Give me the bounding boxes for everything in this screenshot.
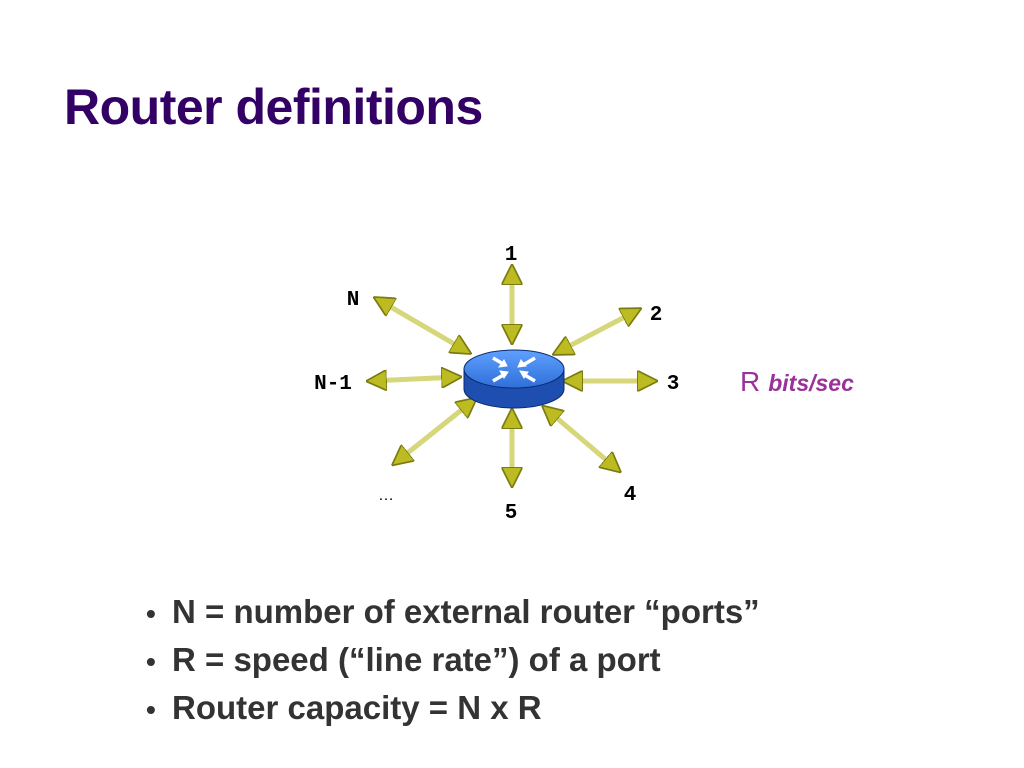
port-label-n-minus-1: N-1 <box>314 373 352 396</box>
port-link-2 <box>556 310 638 353</box>
port-label-4: 4 <box>624 484 637 507</box>
port-label-5: 5 <box>505 502 518 525</box>
bullet-text: N = number of external router “ports” <box>172 593 760 630</box>
bullet-text: R = speed (“line rate”) of a port <box>172 641 661 678</box>
port-link-7 <box>370 377 458 381</box>
rate-unit: bits/sec <box>768 370 854 396</box>
bullet-text: Router capacity = N x R <box>172 689 542 726</box>
router-icon <box>463 349 565 409</box>
bullet-marker: • <box>146 598 156 629</box>
slide-title: Router definitions <box>64 79 483 135</box>
bullet-marker: • <box>146 646 156 677</box>
rate-symbol: R <box>740 366 761 397</box>
bullet-marker: • <box>146 694 156 725</box>
bullet-item: • Router capacity = N x R <box>146 684 760 732</box>
bullet-item: • N = number of external router “ports” <box>146 588 760 636</box>
port-link-4 <box>545 408 618 470</box>
bullet-item: • R = speed (“line rate”) of a port <box>146 636 760 684</box>
port-link-6 <box>395 400 474 463</box>
router-arrows-icon <box>492 356 536 383</box>
port-label-n: N <box>347 289 360 312</box>
port-label-3: 3 <box>667 373 680 396</box>
port-link-8 <box>377 299 468 352</box>
port-label-1: 1 <box>505 244 518 267</box>
definition-list: • N = number of external router “ports” •… <box>146 588 760 732</box>
port-label-ellipsis: … <box>378 487 394 504</box>
port-labels: 1 2 3 4 5 … N-1 N <box>314 244 679 525</box>
port-label-2: 2 <box>650 304 663 327</box>
port-links <box>370 268 654 484</box>
